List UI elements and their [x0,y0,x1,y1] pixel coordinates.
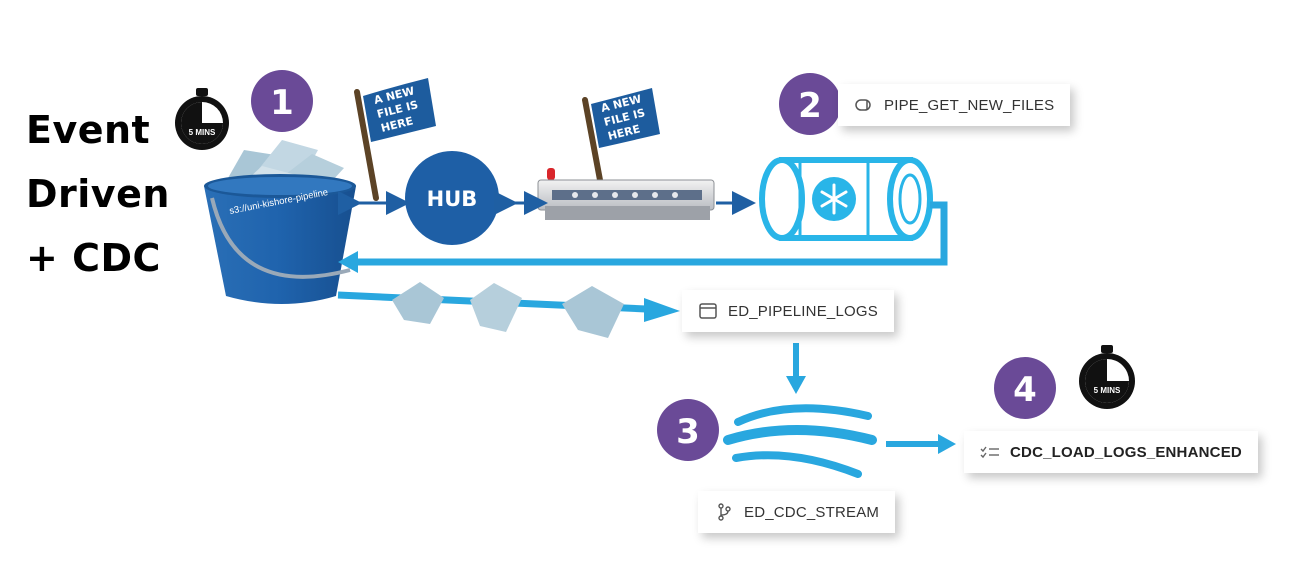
file-icon [470,283,522,332]
hub-node: HUB [405,151,499,245]
file-icon [562,286,624,338]
step-badge-2: 2 [779,73,841,135]
step-number: 1 [270,83,294,123]
task-name: CDC_LOAD_LOGS_ENHANCED [1010,443,1242,461]
step-number: 2 [798,86,822,126]
step-number: 3 [676,412,700,452]
stopwatch-icon: 5 MINS [175,88,229,150]
table-icon [698,301,718,321]
stream-task-arrow [886,434,956,454]
stream-name: ED_CDC_STREAM [744,503,880,521]
pipe-name: PIPE_GET_NEW_FILES [884,96,1055,114]
table-name: ED_PIPELINE_LOGS [728,302,878,320]
branch-icon [714,502,734,522]
timer-label: 5 MINS [1094,386,1121,395]
snowpipe-icon [759,157,933,241]
step-badge-3: 3 [657,399,719,461]
table-card[interactable]: ED_PIPELINE_LOGS [682,290,894,332]
pipe-icon [854,95,874,115]
queue-machine-icon [537,168,715,220]
heading-line-event: Event [26,108,151,152]
step-badge-1: 1 [251,70,313,132]
timer-label: 5 MINS [189,128,216,137]
snowflake-icon [812,177,856,221]
step-badge-4: 4 [994,357,1056,419]
stream-card[interactable]: ED_CDC_STREAM [698,491,896,533]
logs-stream-arrow [786,343,806,394]
step-number: 4 [1013,370,1037,410]
pipe-card[interactable]: PIPE_GET_NEW_FILES [838,84,1071,126]
return-load-arrow [338,201,948,273]
heading-line-driven: Driven [26,172,170,216]
task-checklist-icon [980,442,1000,462]
hub-label: HUB [427,187,478,211]
file-icon [392,282,444,324]
flag-icon: A NEW FILE IS HERE [354,78,436,201]
stream-icon [723,404,877,478]
heading-line-cdc: + CDC [26,236,161,280]
stopwatch-icon: 5 MINS [1079,345,1135,409]
s3-bucket-icon: s3://uni-kishore-pipeline [204,140,356,304]
task-card[interactable]: CDC_LOAD_LOGS_ENHANCED [964,431,1258,473]
